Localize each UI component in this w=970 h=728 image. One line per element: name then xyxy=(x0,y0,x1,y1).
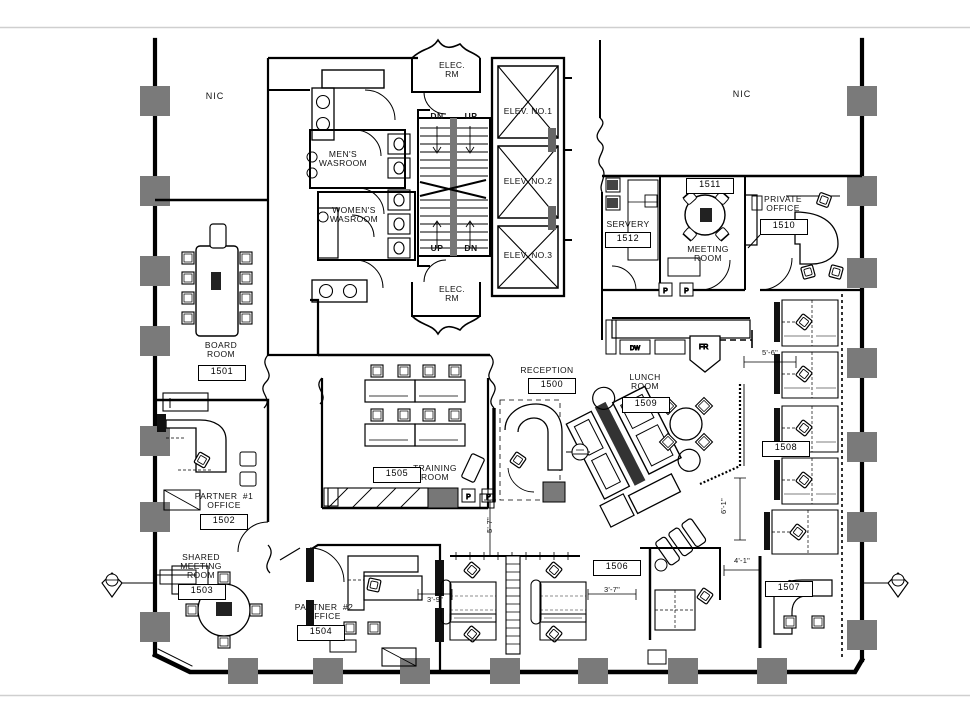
label-board-room: BOARD ROOM xyxy=(204,340,238,360)
label-elevator-3: ELEV. NO.3 xyxy=(503,250,553,260)
elec-rooms xyxy=(411,38,481,336)
label-servery: SERVERY xyxy=(606,219,650,229)
room-number-1501: 1501 xyxy=(198,365,246,381)
southeast-cluster xyxy=(640,518,721,665)
building-core xyxy=(266,56,418,357)
stairwell xyxy=(417,109,491,267)
elevator-bank xyxy=(490,56,572,298)
label-elevator-1: ELEV. NO.1 xyxy=(503,106,553,116)
label-stair-dn-bottom: DN xyxy=(464,243,478,253)
label-elevator-2: ELEV. NO.2 xyxy=(503,176,553,186)
dimension-lines xyxy=(417,356,797,600)
northeast-suite: P P xyxy=(602,174,862,297)
kitchen-counter: DW FR xyxy=(605,317,753,373)
svg-text:P: P xyxy=(663,288,668,295)
room-number-1504: 1504 xyxy=(297,625,345,641)
label-private-office: PRIVATE OFFICE xyxy=(764,194,802,214)
room-number-1507: 1507 xyxy=(765,581,813,597)
dim-3-9: 3'-9" xyxy=(427,595,443,604)
grid-marker-right xyxy=(862,572,909,599)
dim-4-1: 4'-1" xyxy=(734,556,750,565)
reception-area xyxy=(479,399,566,509)
label-nic-left: NIC xyxy=(205,91,225,101)
room-number-1505: 1505 xyxy=(373,467,421,483)
room-number-1509: 1509 xyxy=(622,397,670,413)
label-stair-up-top: UP xyxy=(464,111,478,121)
svg-text:P: P xyxy=(466,494,471,501)
structural-columns xyxy=(140,86,877,684)
partner-office-1 xyxy=(155,392,270,585)
grid-markers xyxy=(101,443,909,599)
label-stair-up-bottom: UP xyxy=(430,243,444,253)
grid-marker-center xyxy=(566,443,590,461)
label-elec-rm-top: ELEC. RM xyxy=(438,60,466,80)
label-nic-right: NIC xyxy=(732,89,752,99)
dim-3-7: 3'-7" xyxy=(604,585,620,594)
board-room xyxy=(155,198,339,355)
label-mens-washroom: MEN'S WASROOM xyxy=(318,149,368,169)
label-shared-meeting-room: SHARED MEETING ROOM xyxy=(180,552,222,581)
dim-6-1: 6'-1" xyxy=(718,498,728,515)
svg-text:P: P xyxy=(486,494,491,501)
label-womens-washroom: WOMEN'S WASROOM xyxy=(329,205,379,225)
room-number-1500: 1500 xyxy=(528,378,576,394)
sheet-border xyxy=(0,26,970,697)
room-number-1512: 1512 xyxy=(605,232,651,248)
label-elec-rm-bottom: ELEC. RM xyxy=(438,284,466,304)
dim-5-7: 5'-7" xyxy=(484,517,494,534)
label-meeting-room: MEETING ROOM xyxy=(687,244,729,264)
room-number-1511: 1511 xyxy=(686,178,734,194)
label-partner-office-2: PARTNER #2 OFFICE xyxy=(294,602,354,622)
training-room: P P xyxy=(318,364,496,510)
label-reception: RECEPTION xyxy=(520,365,574,375)
svg-text:P: P xyxy=(684,288,689,295)
room-number-1508: 1508 xyxy=(762,441,810,457)
room-number-1503: 1503 xyxy=(178,584,226,600)
room-number-1506: 1506 xyxy=(593,560,641,576)
label-lunch-room: LUNCH ROOM xyxy=(629,372,661,392)
dim-5-6: 5'-6" xyxy=(762,348,778,357)
room-number-1502: 1502 xyxy=(200,514,248,530)
label-stair-dn-top: DN xyxy=(430,111,444,121)
open-workstations xyxy=(440,552,587,655)
label-partner-office-1: PARTNER #1 OFFICE xyxy=(194,491,254,511)
lunch-room xyxy=(565,384,745,528)
svg-text:DW: DW xyxy=(630,346,640,352)
label-training-room: TRAINING ROOM xyxy=(413,463,457,483)
partner-office-2 xyxy=(306,543,444,670)
svg-text:FR: FR xyxy=(699,344,708,351)
grid-marker-left xyxy=(101,572,155,599)
room-number-1510: 1510 xyxy=(760,219,808,235)
